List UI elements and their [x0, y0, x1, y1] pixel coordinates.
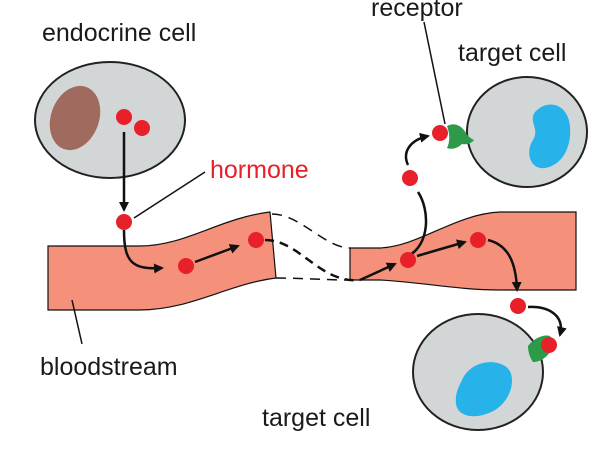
bloodstream-vessel	[47, 211, 577, 311]
hormone-molecule	[400, 252, 416, 268]
hormone-leader-line	[133, 171, 206, 219]
receptor-top	[447, 124, 474, 149]
endocrine-cell	[34, 61, 186, 179]
endocrine-nucleus	[49, 85, 101, 151]
hormone-molecule	[402, 170, 418, 186]
receptor-leader-line	[423, 21, 446, 125]
hormone-molecule	[116, 109, 132, 125]
gap-flow-dashed	[264, 238, 361, 282]
exit-arrow-down	[487, 238, 522, 292]
hormone-bound-top	[432, 125, 448, 141]
approach-arrow-bottom	[527, 305, 567, 337]
flow-arrow	[194, 244, 240, 264]
hormone-molecule	[510, 298, 526, 314]
receptor-label: receptor	[371, 0, 463, 22]
hormone-bound-bottom	[541, 337, 557, 353]
bloodstream-leader-line	[71, 299, 83, 345]
bloodstream-gap-bottom	[275, 277, 351, 281]
flow-arrow	[359, 262, 397, 282]
flow-arrow	[416, 239, 467, 258]
target-cell-bottom-nucleus	[455, 362, 513, 417]
target-cell-top-label: target cell	[458, 39, 566, 67]
hormones-in-transit	[116, 170, 526, 314]
exit-arrow-up	[407, 191, 428, 258]
hormone-molecule	[116, 214, 132, 230]
target-cell-top	[432, 76, 588, 188]
bloodstream-gap-top	[271, 213, 351, 249]
approach-arrow-top	[404, 132, 430, 166]
hormone-label: hormone	[210, 156, 309, 184]
hormone-molecule	[178, 258, 194, 274]
target-cell-bottom	[412, 313, 557, 431]
target-cell-top-nucleus	[529, 104, 571, 169]
target-cell-bottom-label: target cell	[262, 404, 370, 432]
hormone-molecule	[248, 232, 264, 248]
bloodstream-segment-right	[349, 211, 577, 291]
bloodstream-label: bloodstream	[40, 353, 178, 381]
bloodstream-segment-left	[47, 211, 277, 311]
hormone-pathway	[119, 132, 567, 337]
endocrine-cell-label: endocrine cell	[42, 19, 196, 47]
hormone-molecule	[470, 232, 486, 248]
hormone-molecule	[134, 120, 150, 136]
leader-lines	[71, 21, 446, 345]
bloodstream-entry-arrow	[122, 229, 164, 274]
